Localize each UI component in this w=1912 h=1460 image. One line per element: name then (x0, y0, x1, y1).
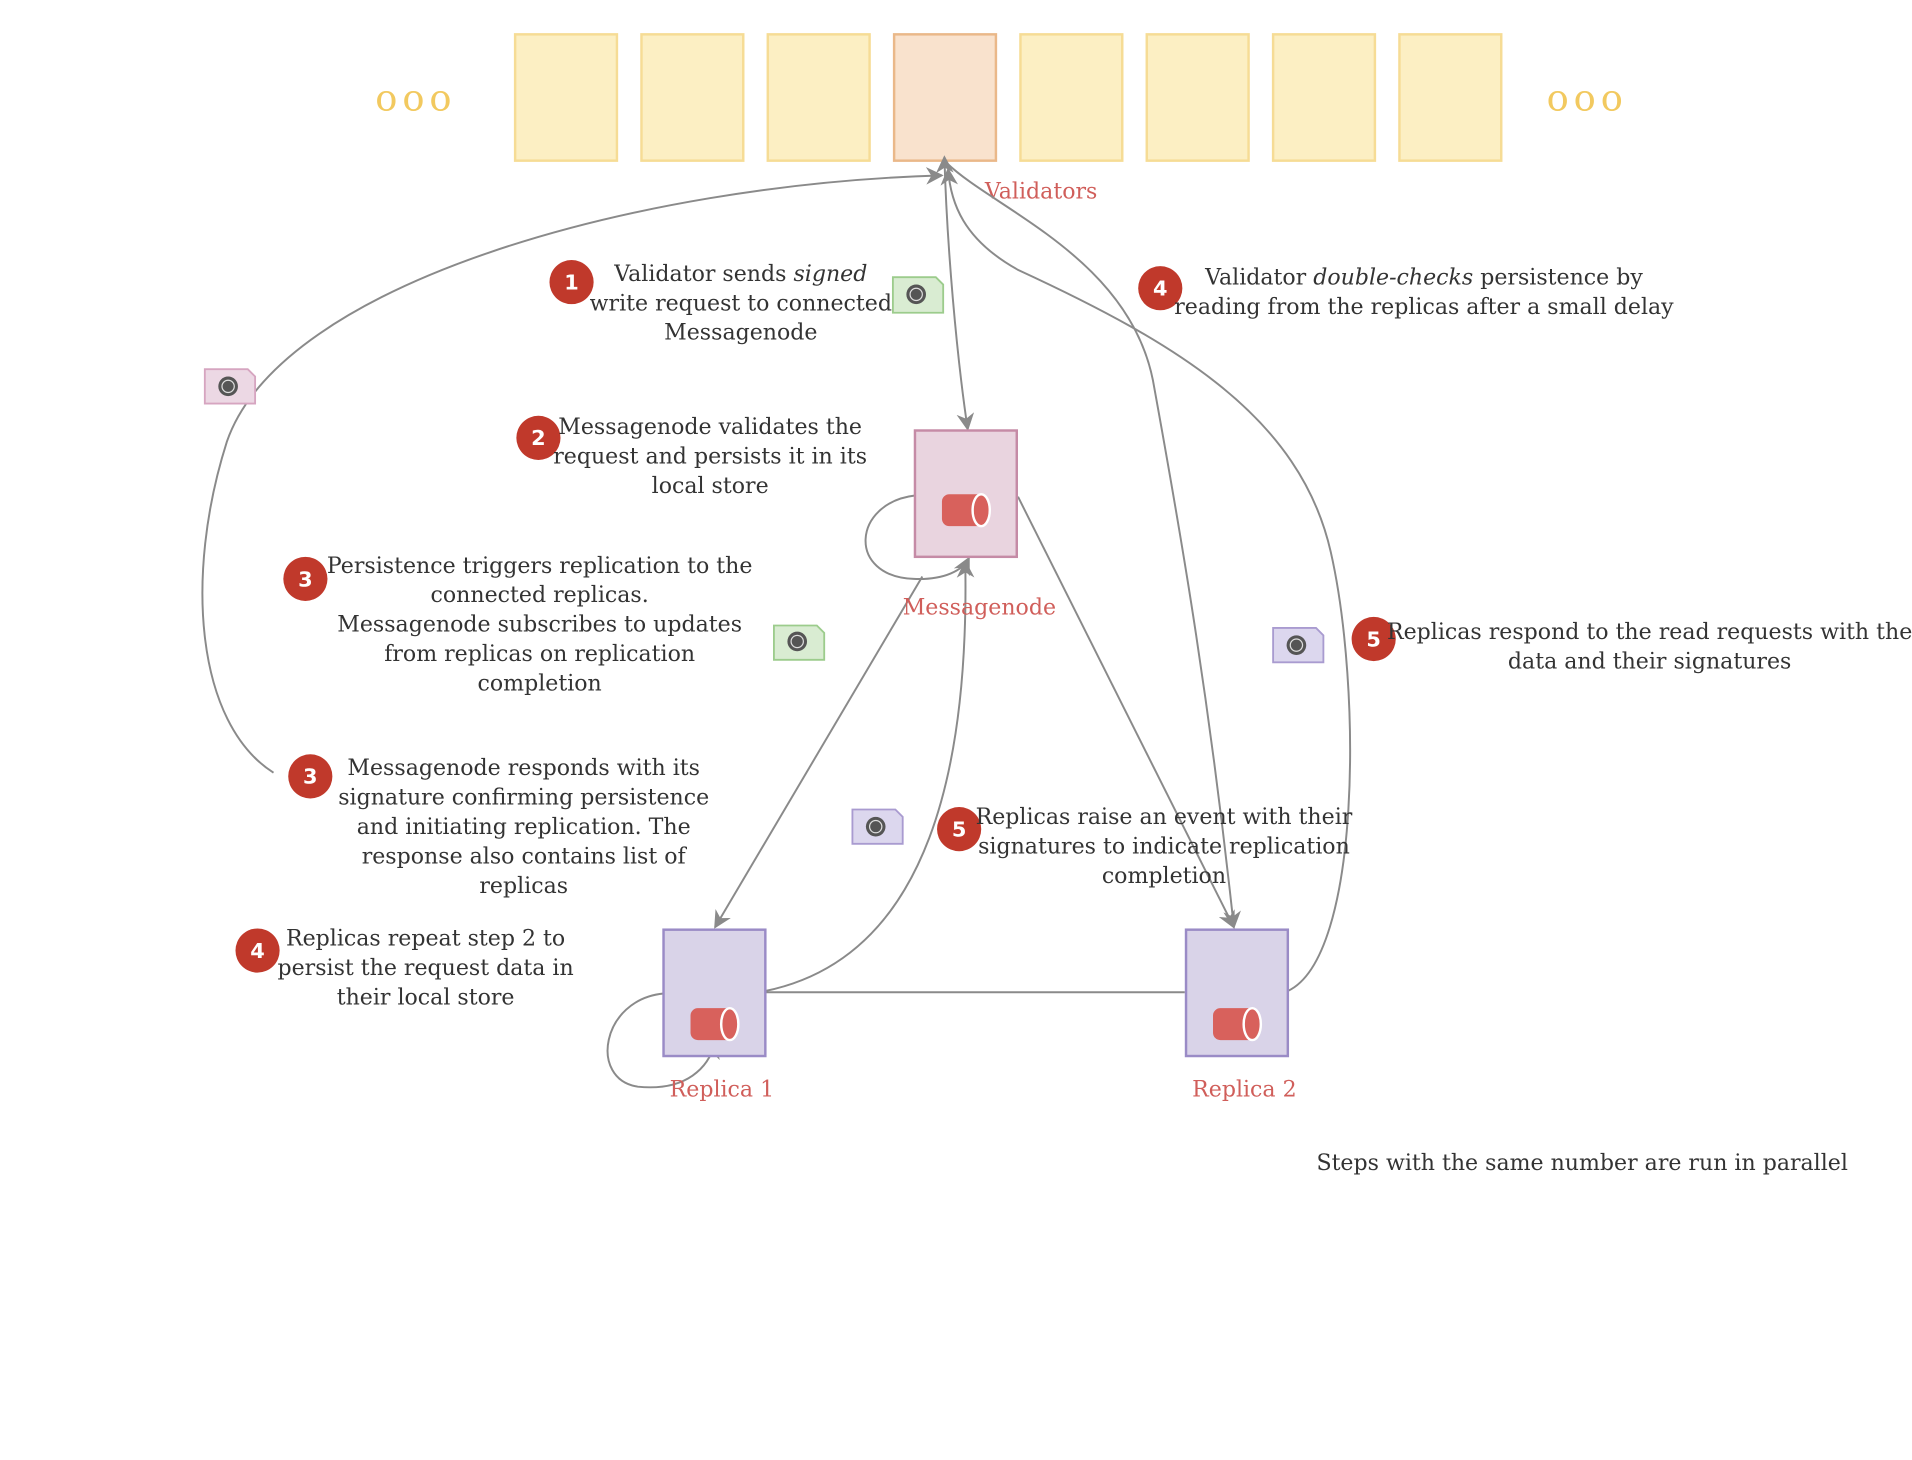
validator-box (766, 33, 871, 162)
step-badge (1138, 266, 1183, 311)
validators-ellipsis-left: ooo (375, 76, 456, 119)
step-badge (235, 928, 280, 973)
validator-box (1019, 33, 1124, 162)
step-text-line: from replicas on replication (384, 642, 695, 667)
step-5-event: 5 Replicas raise an event with their sig… (937, 805, 1353, 889)
step-2: 2 Messagenode validates the request and … (516, 415, 867, 499)
step-emphasis: double-checks (1313, 266, 1473, 291)
validator-box (1145, 33, 1250, 162)
step-emphasis: signed (793, 262, 867, 287)
step-text-line: Messagenode responds with its (347, 756, 700, 781)
step-text-line: signatures to indicate replication (978, 835, 1350, 860)
validators-row (513, 33, 1503, 162)
step-1: 1 Validator sends signed write request t… (549, 260, 892, 346)
step-text-line: Replicas respond to the read requests wi… (1387, 620, 1912, 645)
step-4-double-check: 4 Validator double-checks persistence by… (1138, 266, 1674, 320)
edge-messagenode-self-loop (864, 494, 970, 580)
replica2-store-icon (1213, 1006, 1263, 1042)
step-text-line: write request to connected (590, 291, 892, 316)
step-text-line: Replicas repeat step 2 to (286, 927, 565, 952)
signed-request-card-icon (891, 276, 945, 314)
validator-box (513, 33, 619, 162)
architecture-diagram: ooo ooo Validators (201, 33, 1912, 1176)
step-badge (283, 556, 328, 601)
messagenode-store-icon (941, 493, 992, 528)
step-number: 1 (564, 270, 579, 294)
step-text-line: completion (478, 672, 602, 697)
step-3-response: 3 Messagenode responds with its signatur… (288, 754, 709, 899)
edges (201, 155, 1352, 1089)
replica-event-signature-card-icon (851, 808, 904, 845)
validator-box (1271, 33, 1377, 162)
step-text-line: connected replicas. (431, 583, 649, 608)
step-number: 2 (531, 426, 546, 450)
step-number: 4 (1153, 277, 1168, 301)
footnote: Steps with the same number are run in pa… (1316, 1151, 1847, 1176)
step-number: 3 (303, 765, 318, 789)
step-text-line: Messagenode validates the (558, 415, 862, 440)
step-number: 4 (250, 939, 265, 963)
replica1-store-icon (690, 1006, 740, 1042)
replica-read-signature-card-icon (1272, 627, 1325, 664)
messagenode-label: Messagenode (903, 595, 1056, 620)
edge-response-to-validator (201, 167, 944, 774)
step-number: 5 (1366, 627, 1381, 651)
step-text-line: Validator sends signed (613, 262, 867, 287)
step-text-line: reading from the replicas after a small … (1174, 295, 1674, 320)
validator-box (1398, 33, 1503, 162)
step-badge (549, 260, 594, 305)
step-text-line: their local store (337, 986, 515, 1011)
step-text-line: local store (652, 474, 769, 499)
validators-ellipsis-right: ooo (1547, 76, 1628, 119)
step-number: 3 (298, 567, 313, 591)
step-badge (516, 415, 561, 460)
replica2-label: Replica 2 (1192, 1077, 1296, 1102)
step-text-line: replicas (479, 874, 568, 899)
step-number: 5 (952, 817, 967, 841)
edge-validator-replica2-read (946, 162, 1241, 929)
replica1-label: Replica 1 (670, 1077, 774, 1102)
active-validator-box (892, 33, 998, 162)
messagenode-signature-card-icon (203, 368, 257, 405)
step-badge (937, 807, 982, 852)
step-4-replicas: 4 Replicas repeat step 2 to persist the … (235, 927, 574, 1011)
edge-messagenode-replica1 (714, 575, 924, 929)
step-text-line: persist the request data in (277, 956, 573, 981)
validators-label: Validators (984, 180, 1097, 205)
edge-replica1-self-loop (606, 992, 720, 1089)
step-badge (1351, 616, 1396, 662)
step-5-read-response: 5 Replicas respond to the read requests … (1351, 616, 1912, 674)
step-text-line: Messagenode subscribes to updates (337, 613, 742, 638)
edge-validator-messagenode (936, 155, 975, 432)
step-text-line: data and their signatures (1508, 649, 1791, 674)
step-text-line: completion (1102, 864, 1226, 889)
step-text-line: request and persists it in its (553, 445, 867, 470)
edge-replica1-event (765, 559, 975, 992)
messagenode-box (913, 429, 1018, 559)
step-3-replication: 3 Persistence triggers replication to th… (283, 554, 752, 697)
step-text-line: and initiating replication. The (357, 815, 691, 840)
replication-request-card-icon (773, 624, 826, 661)
edge-replica2-response (940, 167, 1352, 992)
edge-messagenode-replica2 (1017, 496, 1235, 929)
step-text-line: Persistence triggers replication to the (327, 554, 752, 579)
step-text-line: response also contains list of (362, 844, 688, 869)
step-text-line: signature confirming persistence (338, 786, 709, 811)
step-text-line: Replicas raise an event with their (976, 805, 1353, 830)
step-badge (288, 754, 333, 799)
step-text-line: Messagenode (664, 321, 817, 346)
validator-box (640, 33, 745, 162)
step-text-line: Validator double-checks persistence by (1204, 266, 1643, 291)
